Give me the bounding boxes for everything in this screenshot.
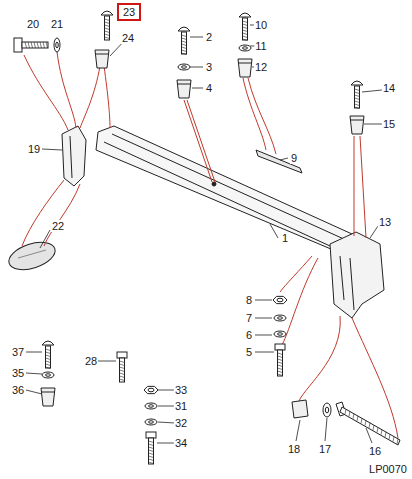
callout-number: 37 [11, 346, 25, 358]
washer [145, 403, 157, 409]
callout-number: 22 [51, 220, 65, 232]
callout-number: 6 [245, 329, 253, 341]
fixings [14, 11, 400, 464]
washer-hole [278, 317, 283, 320]
callout-number: 33 [174, 384, 188, 396]
clip-nut [41, 388, 55, 406]
callout-number: 21 [50, 18, 64, 30]
washer-hole [278, 333, 283, 336]
callout-number: 19 [27, 143, 41, 155]
washer [145, 419, 157, 425]
washer-hole [149, 405, 154, 408]
screw [146, 432, 156, 464]
sill-edge [104, 142, 330, 246]
washer-hole [325, 407, 328, 413]
spire-clip [292, 400, 308, 418]
callout-number: 23 [123, 6, 135, 18]
callout-number: 7 [245, 312, 253, 324]
washer-hole [56, 42, 59, 48]
washer [239, 45, 251, 51]
screw [117, 352, 127, 382]
screw [239, 13, 251, 41]
washer [178, 64, 190, 70]
assembly-leaders [22, 52, 398, 438]
clip-nut [238, 59, 252, 77]
drawing-code: LP0070 [368, 463, 408, 475]
clip-nut [95, 50, 109, 68]
callout-number: 14 [382, 82, 396, 94]
screw [101, 11, 113, 40]
callout-number: 1 [281, 232, 289, 244]
callout-number: 15 [382, 118, 396, 130]
hex-nut [273, 296, 287, 303]
callout-number: 32 [174, 417, 188, 429]
screw [178, 27, 190, 55]
clip-nut [177, 80, 191, 98]
callout-number: 36 [11, 384, 25, 396]
bolt [14, 38, 48, 52]
badge-lettering [18, 250, 46, 258]
screw [42, 341, 54, 369]
callout-number: 11 [254, 40, 267, 52]
long-bolt [336, 402, 400, 445]
hex-nut [144, 386, 158, 393]
callout-number: 10 [254, 19, 268, 31]
sill-panel [96, 126, 354, 252]
callout-number: 8 [245, 294, 253, 306]
end-cap [330, 232, 384, 318]
washer [54, 38, 60, 52]
callout-number: 2 [205, 31, 213, 43]
washer [323, 403, 331, 417]
washer [42, 372, 54, 378]
body-parts [5, 126, 384, 318]
callout-number: 18 [287, 443, 301, 455]
callout-number: 4 [205, 82, 213, 94]
end-cap-detail [340, 256, 354, 310]
finisher-detail [70, 136, 72, 178]
washer-hole [182, 66, 187, 69]
callout-number: 24 [121, 32, 135, 44]
washer [274, 331, 286, 337]
washer-hole [243, 47, 248, 50]
callout-number: 35 [11, 367, 25, 379]
sill-hole [212, 182, 216, 186]
callout-number: 12 [254, 61, 268, 73]
callout-number: 5 [245, 346, 253, 358]
washer-hole [149, 421, 154, 424]
callout-number: 17 [318, 443, 332, 455]
callout-number: 28 [84, 355, 98, 367]
clip-nut [350, 116, 364, 134]
highlighted-callout: 23 [117, 3, 141, 21]
screw [351, 81, 363, 109]
washer-hole [46, 374, 51, 377]
trim-strip [256, 150, 302, 173]
sill-edge [112, 134, 346, 240]
badge [5, 237, 58, 275]
washer [274, 315, 286, 321]
screw [275, 344, 285, 376]
callout-number: 16 [368, 445, 382, 457]
finisher [62, 126, 86, 186]
callout-number: 20 [26, 18, 40, 30]
callout-number: 9 [290, 152, 298, 164]
callout-number: 3 [205, 61, 213, 73]
callout-number: 31 [174, 400, 188, 412]
callout-number: 13 [378, 216, 392, 228]
callout-number: 34 [174, 437, 188, 449]
callout-leaders [26, 25, 382, 443]
